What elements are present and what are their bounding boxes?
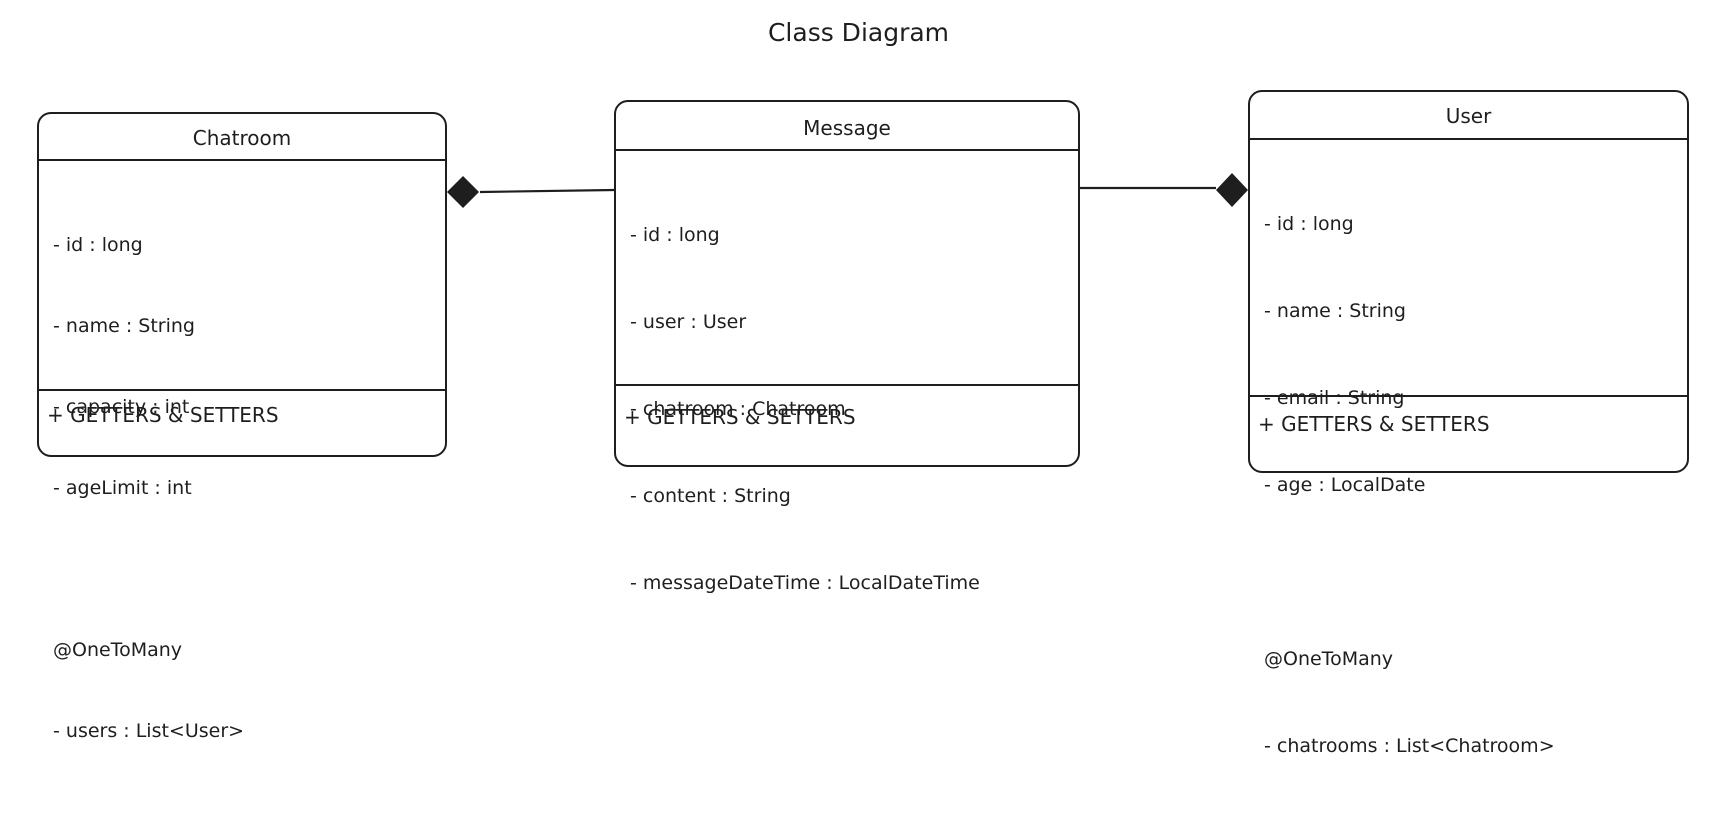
attribute: - chatrooms : List<Chatroom> [1264,735,1555,757]
composition-diamond-chatroom [447,176,479,208]
methods-divider [39,389,445,391]
attribute: - id : long [630,224,720,246]
class-name: Chatroom [192,126,292,150]
attribute-list: - id : long - name : String - email : St… [1264,152,1681,819]
attribute-spacer [53,556,439,583]
attribute: - content : String [630,485,791,507]
attribute: - users : List<User> [53,720,245,742]
header-divider [616,149,1078,151]
attribute: - email : String [1264,387,1405,409]
attribute: - messageDateTime : LocalDateTime [630,572,980,594]
chatroom-message-link [479,188,615,194]
attribute: - name : String [53,315,195,337]
attribute: - age : LocalDate [1264,474,1426,496]
header-divider [39,159,445,161]
methods-divider [1250,395,1687,397]
class-user[interactable]: User - id : long - name : String - email… [1248,90,1689,757]
annotation: @OneToMany [1264,648,1394,670]
attribute: - id : long [53,234,143,256]
attribute: - id : long [1264,213,1354,235]
attribute-spacer [1264,558,1681,587]
attribute: - chatroom : Chatroom [630,398,846,420]
class-name: User [1445,104,1492,128]
attribute-list: - id : long - name : String - capacity :… [53,178,439,799]
methods: + GETTERS & SETTERS [47,403,279,427]
class-message[interactable]: Message - id : long - user : User - chat… [614,100,1080,594]
methods: + GETTERS & SETTERS [624,405,856,429]
annotation: @OneToMany [53,639,183,661]
attribute: - name : String [1264,300,1406,322]
diagram-title: Class Diagram [767,18,950,47]
attribute: - ageLimit : int [53,477,192,499]
class-name: Message [803,116,891,140]
methods: + GETTERS & SETTERS [1258,412,1490,436]
header-divider [1250,138,1687,140]
methods-divider [616,384,1078,386]
relations-layer [447,173,1248,208]
attribute: - user : User [630,311,747,333]
attribute: - capacity : int [53,396,190,418]
class-chatroom[interactable]: Chatroom - id : long - name : String - c… [37,112,447,742]
composition-diamond-user [1216,173,1248,207]
